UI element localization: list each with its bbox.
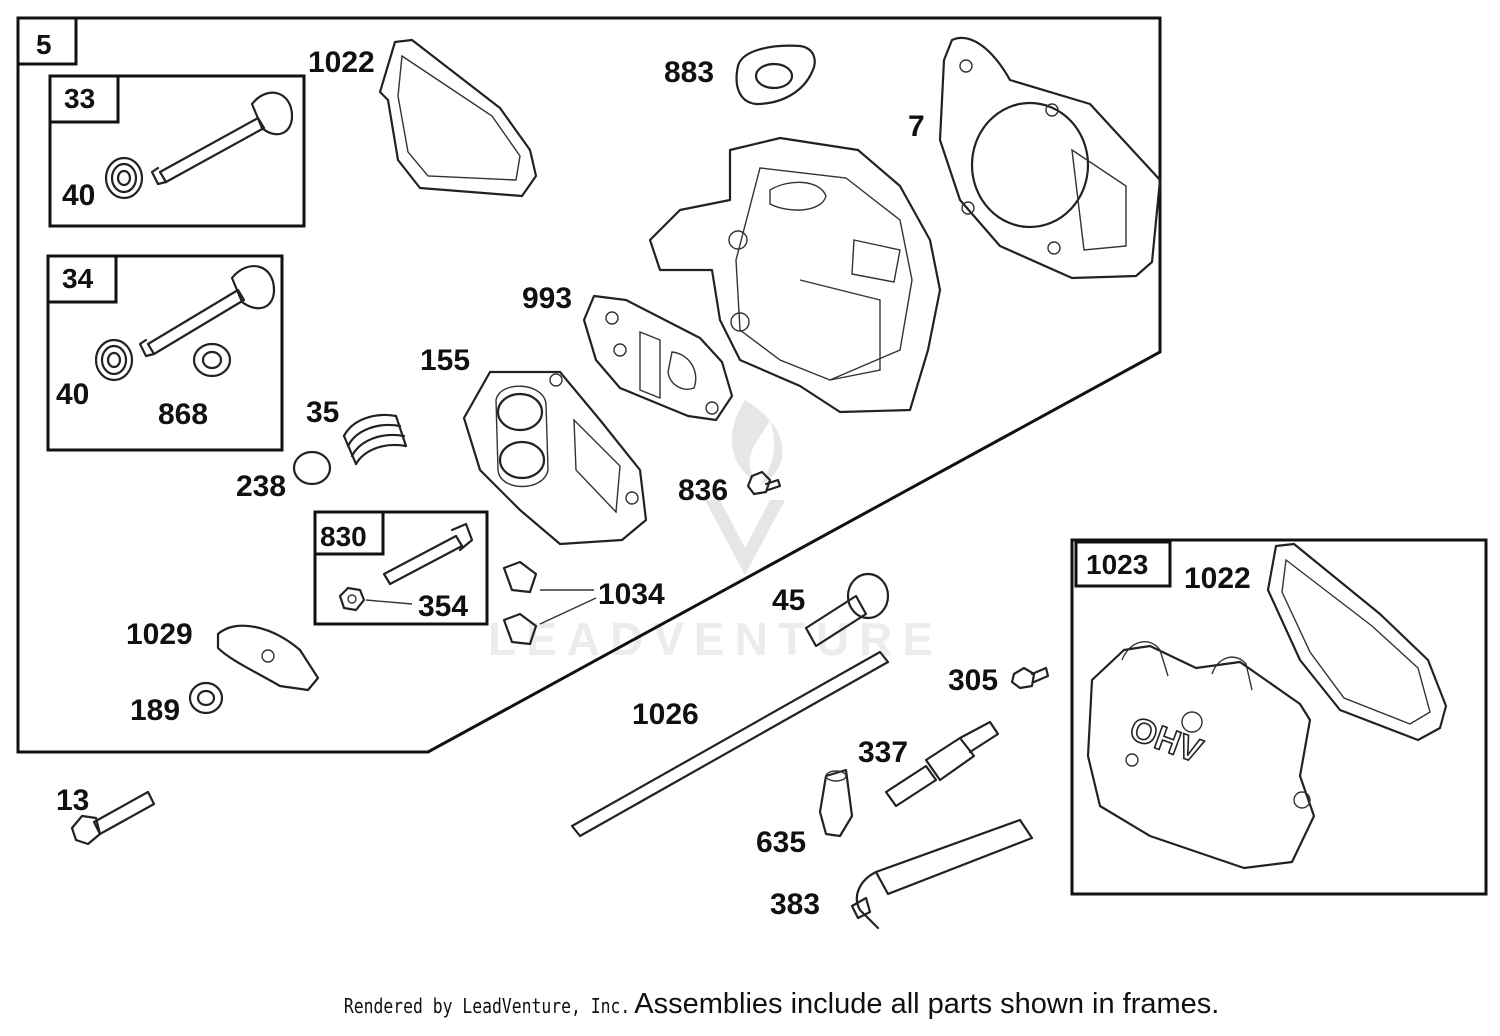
label-836: 836 [678, 474, 728, 507]
frame-valve-33: 33 40 [48, 74, 306, 228]
stud-icon [382, 522, 474, 586]
rocker-arm-icon [216, 624, 320, 692]
tappet-icon [804, 572, 890, 648]
head-gasket-icon [938, 36, 1162, 280]
label-305: 305 [948, 664, 998, 697]
watermark-text: LEADVENTURE [488, 613, 943, 665]
label-354: 354 [418, 590, 468, 623]
watermark: LEADVENTURE [488, 400, 943, 665]
cover-gasket-icon [1266, 542, 1448, 742]
label-155: 155 [420, 344, 470, 377]
ignition-lead-icon [850, 818, 1034, 930]
footer-note: Assemblies include all parts shown in fr… [634, 988, 1220, 1020]
frame-34-label: 34 [62, 263, 94, 294]
intake-valve-icon [138, 265, 276, 358]
label-40-a: 40 [62, 179, 95, 212]
footer-credit: Rendered by LeadVenture, Inc. [343, 994, 630, 1018]
valve-cap-icon [292, 450, 332, 486]
label-635: 635 [756, 826, 806, 859]
valve-seal-icon [192, 342, 232, 378]
frame-1023-label: 1023 [1086, 549, 1148, 580]
label-7: 7 [908, 110, 925, 143]
frame-main-5: 5 [16, 16, 1162, 754]
intake-gasket-icon [735, 44, 816, 106]
label-1026: 1026 [632, 698, 699, 731]
rocker-cover-icon [1086, 641, 1316, 870]
frame-main-label: 5 [36, 29, 52, 60]
valve-keeper-icon-b [94, 338, 134, 382]
rocker-cover-gasket-icon [378, 38, 538, 198]
bolt-13-icon [70, 790, 156, 846]
screw-836-icon [746, 470, 782, 496]
cylinder-head-icon [648, 136, 942, 414]
label-189: 189 [130, 694, 180, 727]
label-1034: 1034 [598, 578, 665, 611]
push-rod-icon [570, 650, 890, 838]
label-13: 13 [56, 784, 89, 817]
rocker-nut-icon [188, 681, 224, 715]
label-238: 238 [236, 470, 286, 503]
spark-plug-icon [884, 720, 1000, 808]
label-1029: 1029 [126, 618, 193, 651]
nut-354-icon [338, 586, 366, 612]
frame-rocker-cover-1023: 1023 1022 OHV [1070, 538, 1488, 896]
frame-valve-34: 34 40 868 [46, 254, 284, 452]
label-45: 45 [772, 584, 805, 617]
valve-spring-icon [342, 413, 408, 466]
label-35: 35 [306, 396, 339, 429]
exhaust-valve-icon [150, 91, 294, 186]
frame-33-label: 33 [64, 83, 95, 114]
label-1022-main: 1022 [308, 46, 375, 79]
label-383: 383 [770, 888, 820, 921]
label-868: 868 [158, 398, 208, 431]
frame-stud-830: 830 354 [313, 510, 489, 626]
valve-keeper-icon-a [104, 156, 144, 200]
label-883: 883 [664, 56, 714, 89]
footer: Rendered by LeadVenture, Inc. Assemblies… [0, 988, 1500, 1021]
spark-plug-boot-icon [818, 768, 854, 838]
push-rod-guide-icons [502, 560, 597, 646]
label-1022-cover: 1022 [1184, 562, 1251, 595]
label-993: 993 [522, 282, 572, 315]
rocker-plate-icon [462, 370, 648, 546]
label-40-b: 40 [56, 378, 89, 411]
rocker-gasket-icon [582, 294, 734, 422]
frame-830-label: 830 [320, 521, 367, 552]
screw-305-icon [1010, 666, 1050, 690]
label-337: 337 [858, 736, 908, 769]
